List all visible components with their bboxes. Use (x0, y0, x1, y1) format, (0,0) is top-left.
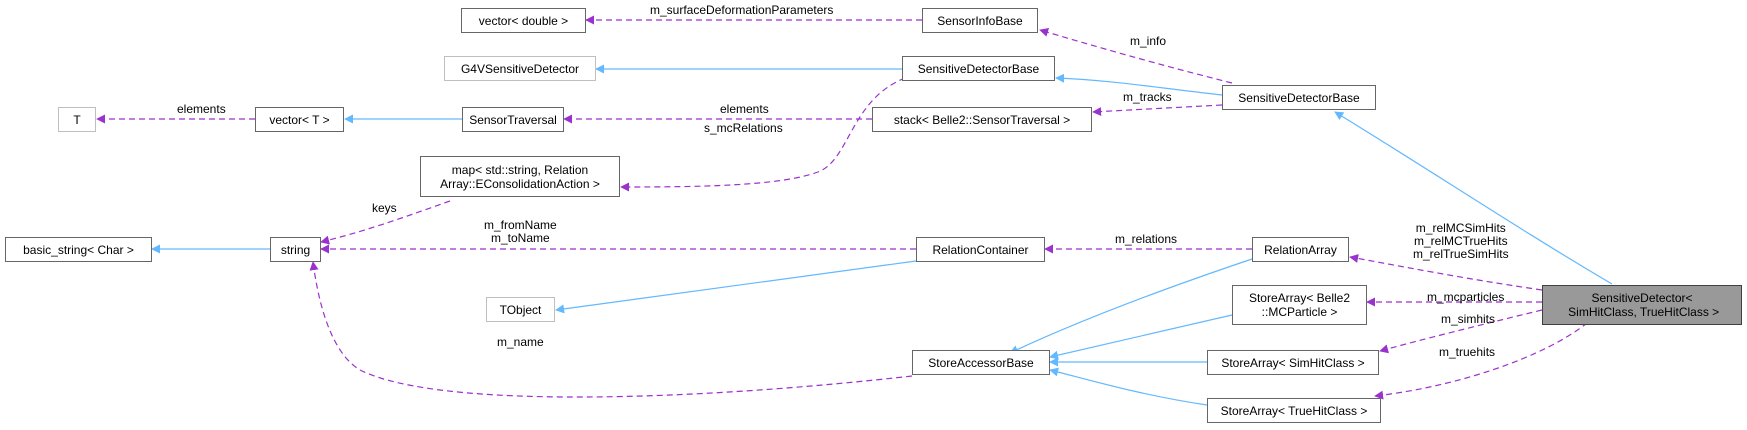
edge-sdbase-right-to-sdbase-mid (1055, 73, 1223, 96)
edge-label-relations: m_relations (1115, 232, 1178, 246)
node-vector-t[interactable]: vector< T > (255, 107, 344, 132)
node-string[interactable]: string (270, 237, 321, 262)
edge-label-tracks: m_tracks (1123, 90, 1172, 104)
node-map-relation-array[interactable]: map< std::string, Relation Array::EConso… (420, 156, 620, 197)
node-store-array-truehit[interactable]: StoreArray< TrueHitClass > (1207, 398, 1381, 423)
edge-storearray-mcp-to-storeaccessorbase (1049, 314, 1233, 360)
edge-sensitivedetector-to-sdbase-right (1334, 111, 1613, 285)
node-sensor-info-base[interactable]: SensorInfoBase (922, 8, 1038, 33)
edge-sdbase-right-to-stack (1092, 104, 1223, 117)
edge-sensitivedetector-to-storearray-true (1374, 315, 1596, 400)
edge-sensitivedetector-to-storearray-sim (1379, 309, 1543, 354)
node-tobject[interactable]: TObject (486, 297, 555, 322)
edge-label-info: m_info (1130, 34, 1167, 48)
node-sensitive-detector-base-mid[interactable]: SensitiveDetectorBase (902, 56, 1055, 81)
node-sensitive-detector-focus[interactable]: SensitiveDetector< SimHitClass, TrueHitC… (1542, 285, 1742, 325)
node-store-array-simhit[interactable]: StoreArray< SimHitClass > (1207, 350, 1379, 375)
edge-relationarray-to-storeaccessorbase (1009, 258, 1253, 354)
node-relation-array[interactable]: RelationArray (1252, 237, 1349, 262)
edge-label-from-to-name: m_fromName m_toName (484, 218, 557, 245)
edge-sensitivedetector-to-relationarray (1349, 254, 1543, 291)
node-vector-double[interactable]: vector< double > (461, 8, 586, 33)
edge-storeaccessorbase-to-string (309, 261, 913, 398)
node-sensitive-detector-base-right[interactable]: SensitiveDetectorBase (1222, 85, 1376, 110)
node-relation-container[interactable]: RelationContainer (916, 237, 1045, 262)
node-basic-string[interactable]: basic_string< Char > (5, 237, 152, 262)
edge-label-truehits: m_truehits (1439, 345, 1496, 359)
node-sensor-traversal[interactable]: SensorTraversal (462, 107, 564, 132)
node-t[interactable]: T (58, 107, 96, 132)
edge-label-rel-hits: m_relMCSimHits m_relMCTrueHits m_relTrue… (1413, 221, 1509, 261)
node-store-accessor-base[interactable]: StoreAccessorBase (912, 350, 1050, 375)
edge-storearray-true-to-storeaccessorbase (1049, 367, 1208, 406)
node-stack-sensor-traversal[interactable]: stack< Belle2::SensorTraversal > (872, 107, 1092, 132)
node-g4v-sensitive-detector[interactable]: G4VSensitiveDetector (444, 56, 596, 81)
edge-relationcontainer-to-tobject (555, 260, 917, 314)
edge-label-elements-mid: elements (720, 102, 769, 116)
edge-label-keys: keys (372, 201, 397, 215)
edge-label-elements-left: elements (177, 102, 226, 116)
node-store-array-mcparticle[interactable]: StoreArray< Belle2 ::MCParticle > (1232, 285, 1367, 325)
edge-map-to-string (320, 200, 451, 245)
edge-label-mcparticles: m_mcparticles (1427, 290, 1505, 304)
edge-label-mc-relations: s_mcRelations (704, 121, 783, 135)
edge-label-surface-params: m_surfaceDeformationParameters (650, 3, 834, 17)
edge-label-name: m_name (497, 335, 544, 349)
edge-label-simhits: m_simhits (1441, 312, 1496, 326)
edge-sdbase-mid-to-map (620, 77, 906, 192)
